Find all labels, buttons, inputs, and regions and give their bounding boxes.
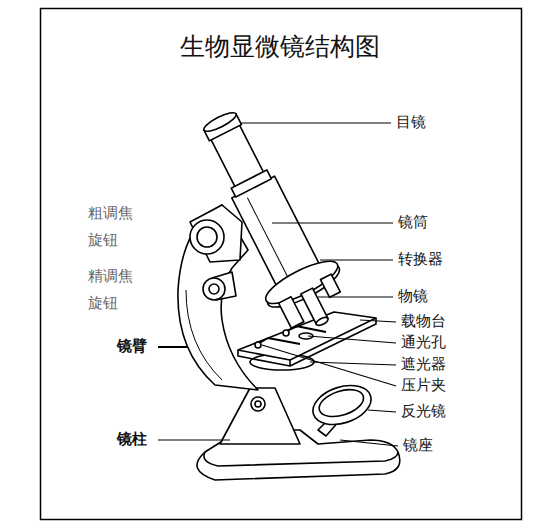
body-tube (182, 99, 359, 342)
coarse-knob (190, 220, 224, 254)
mirror (308, 379, 376, 432)
stage (238, 312, 376, 360)
part-label: 镜臂 (117, 337, 147, 357)
part-label: 镜柱 (117, 430, 147, 450)
diagram-title: 生物显微镜结构图 (180, 30, 380, 63)
part-label: 镜筒 (398, 213, 428, 233)
fine-knob (203, 278, 225, 300)
part-label: 目镜 (396, 113, 426, 133)
part-label: 粗调焦 旋钮 (88, 200, 138, 254)
part-label: 物镜 (398, 287, 428, 307)
part-label: 镜座 (403, 436, 433, 456)
part-label: 反光镜 (401, 402, 446, 422)
part-label: 载物台 (401, 312, 446, 332)
leader-lines (158, 123, 398, 446)
part-label: 压片夹 (401, 376, 446, 396)
pillar (220, 388, 300, 444)
arm (178, 205, 258, 390)
part-label: 精调焦 旋钮 (88, 263, 138, 317)
part-label: 通光孔 (401, 333, 446, 353)
frame (41, 9, 522, 520)
part-label: 转换器 (398, 250, 443, 270)
microscope (178, 99, 400, 480)
part-label: 遮光器 (401, 355, 446, 375)
